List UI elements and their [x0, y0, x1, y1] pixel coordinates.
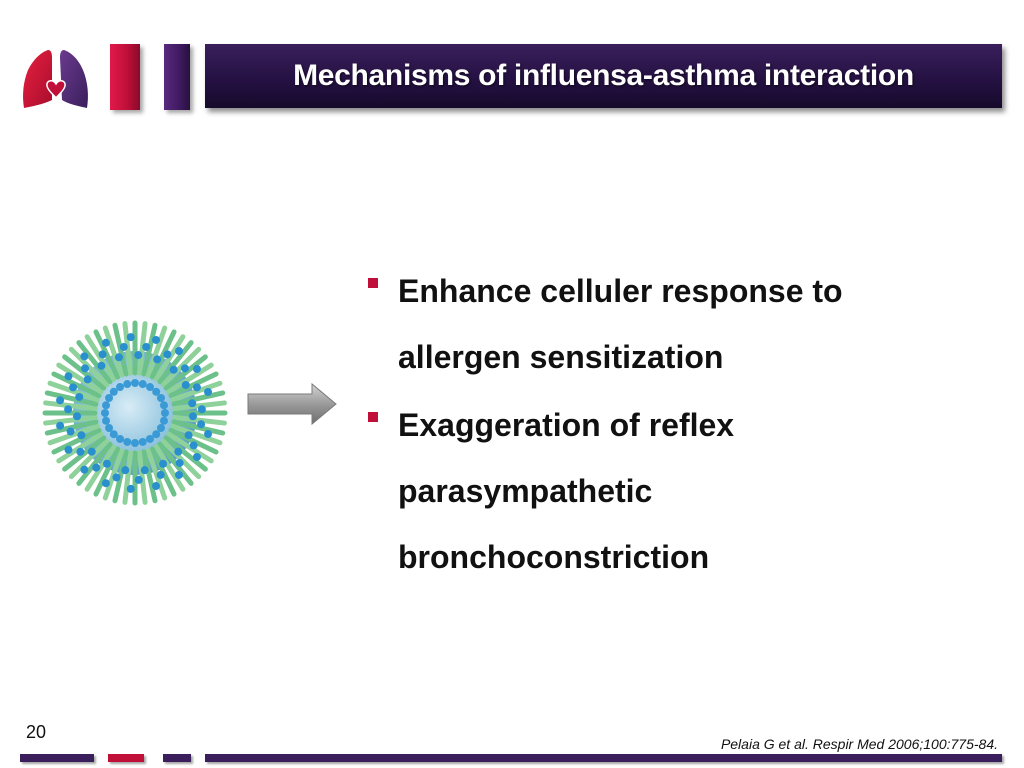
bullet-line: Exaggeration of reflex	[398, 407, 735, 443]
lungs-heart-logo-icon	[20, 44, 92, 117]
bullet-list: Enhance celluler response to allergen se…	[368, 258, 998, 592]
influenza-virus-icon	[40, 320, 230, 511]
footer-purple-block	[20, 754, 94, 762]
bullet-line: bronchoconstriction	[398, 539, 710, 575]
footer-red-block	[108, 754, 144, 762]
header-red-block	[110, 44, 140, 110]
right-arrow-icon	[246, 382, 338, 431]
bullet-item: Enhance celluler response to allergen se…	[368, 258, 998, 390]
bullet-item: Exaggeration of reflex parasympathetic b…	[368, 392, 998, 590]
footer-bar	[205, 754, 1002, 762]
page-number: 20	[26, 722, 47, 742]
citation: Pelaia G et al. Respir Med 2006;100:775-…	[720, 736, 998, 752]
title-bar: Mechanisms of influensa-asthma interacti…	[205, 44, 1002, 108]
slide-title: Mechanisms of influensa-asthma interacti…	[293, 59, 914, 92]
bullet-marker-icon	[368, 278, 378, 288]
bullet-line: Enhance celluler response to	[398, 273, 843, 309]
header-purple-block	[164, 44, 190, 110]
footer-purple-block-small	[163, 754, 191, 762]
bullet-marker-icon	[368, 412, 378, 422]
bullet-line: allergen sensitization	[398, 339, 724, 375]
bullet-line: parasympathetic	[398, 473, 653, 509]
